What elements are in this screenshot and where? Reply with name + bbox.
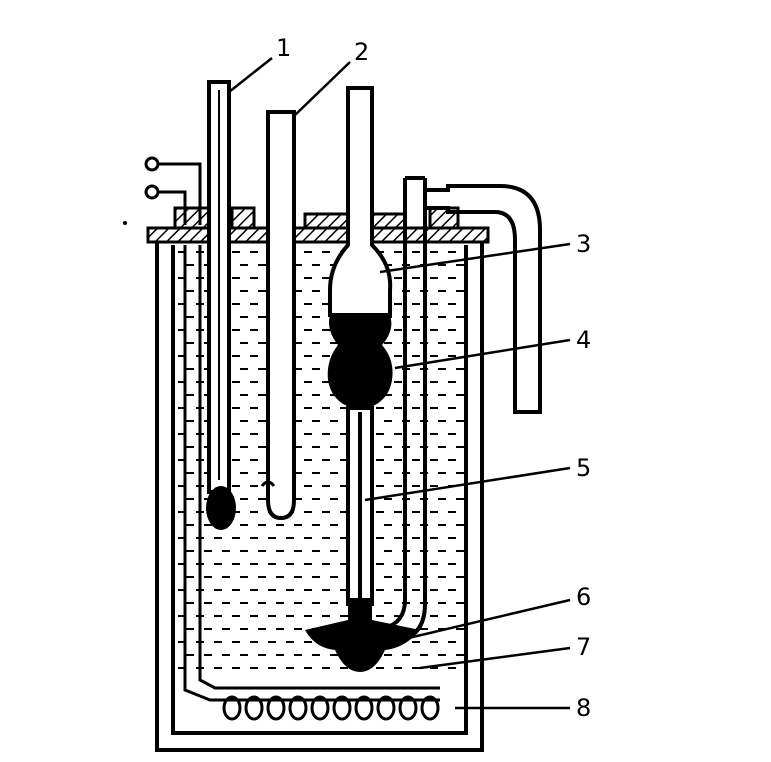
label-7: 7: [576, 633, 591, 661]
label-5: 5: [576, 454, 591, 482]
label-8: 8: [576, 694, 591, 722]
label-1: 1: [276, 34, 291, 62]
label-4: 4: [576, 326, 591, 354]
leader-lines: [228, 57, 571, 710]
speck: [123, 221, 127, 225]
number-labels: 1 2 3 4 5 6 7 8: [276, 34, 591, 722]
bent-outlet-tube: [384, 176, 542, 644]
thermometer: [206, 80, 236, 530]
stirrer-assembly: [305, 86, 420, 672]
label-2: 2: [354, 38, 369, 66]
outer-vessel: [155, 240, 484, 752]
tube-2: [260, 110, 296, 521]
heating-coil: [222, 695, 440, 721]
label-3: 3: [576, 230, 591, 258]
label-6: 6: [576, 583, 591, 611]
